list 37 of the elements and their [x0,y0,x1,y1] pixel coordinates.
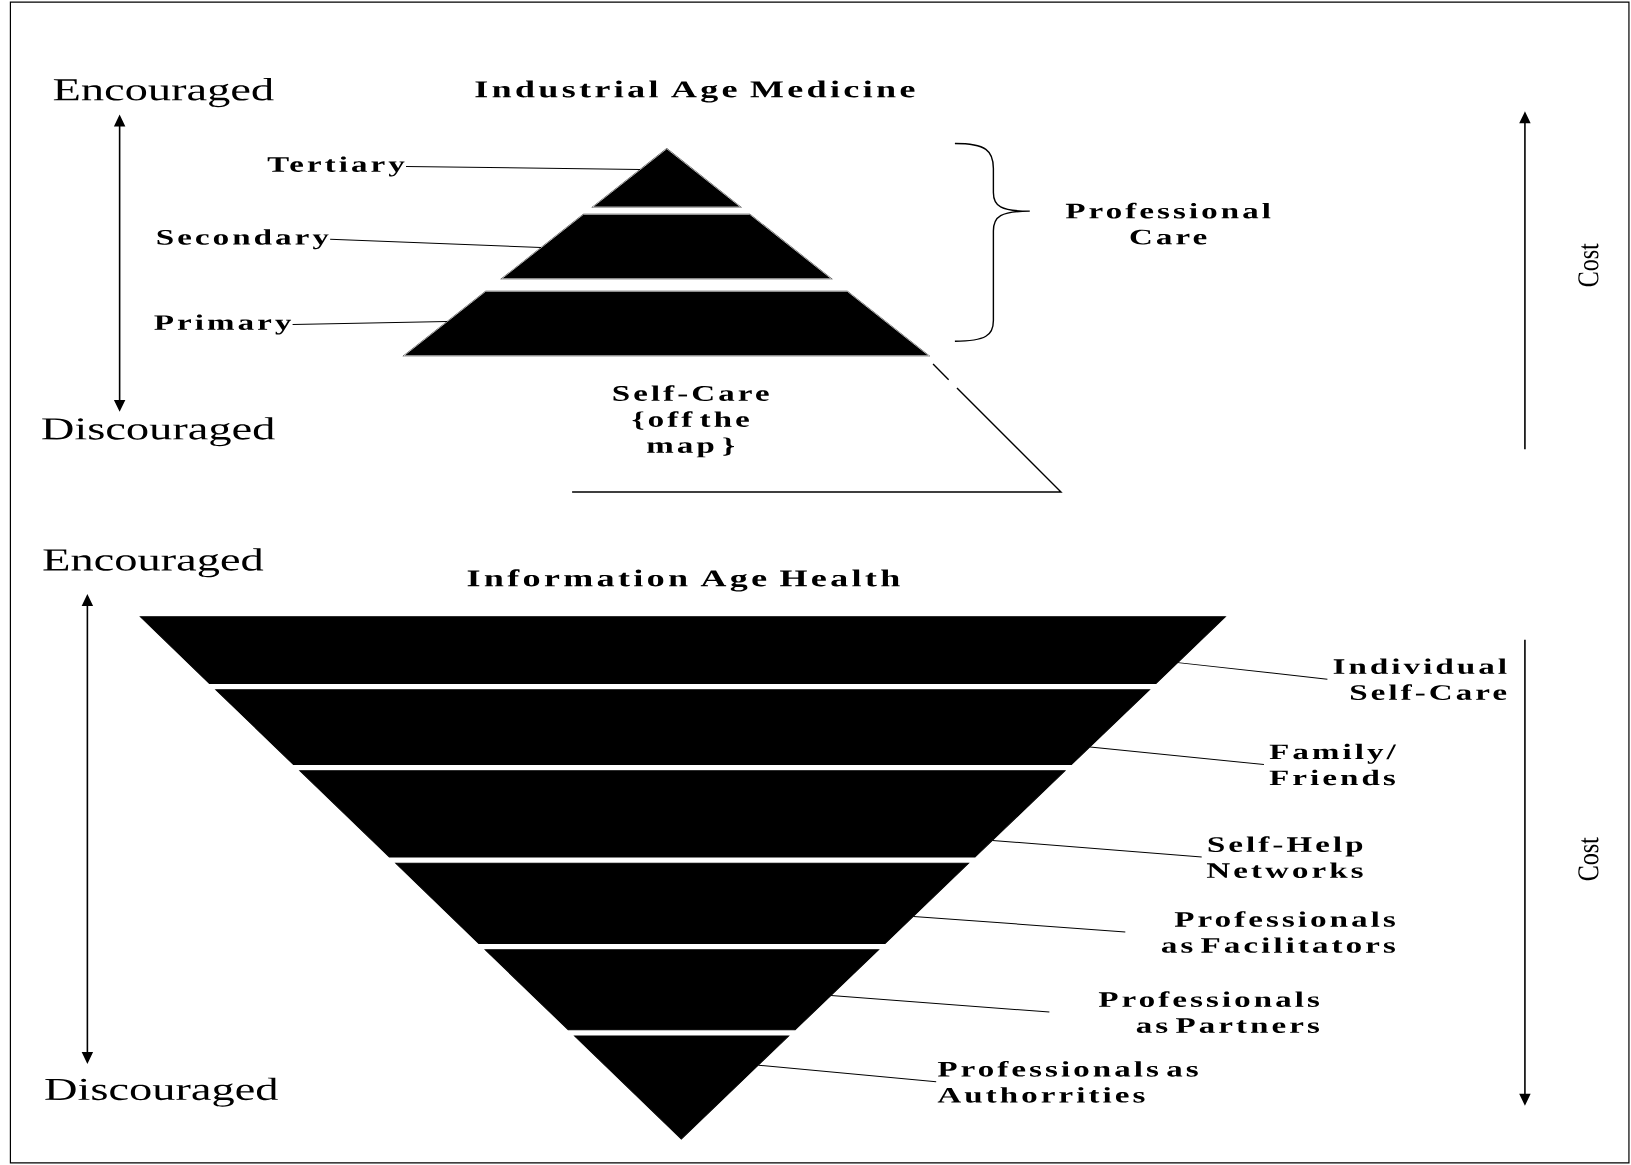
tier-label: Professionals as Partners [1098,991,1319,1033]
panel-title: Information Age Health [467,569,900,592]
leader-line [405,165,641,171]
region-label: Self-Care {off the map } [613,385,769,458]
pyramid-tier [592,148,741,208]
axis-label: Cost [1578,837,1599,881]
leader-line [1089,746,1265,766]
tier-label: Family/ Friends [1269,743,1397,786]
pyramid-tier [395,862,969,944]
tier-label: Professionals as Facilitators [1161,911,1395,953]
pyramid-tier [501,213,832,280]
axis-label: Cost [1578,243,1599,287]
tier-label: Tertiary [267,156,405,177]
leader-line [1177,662,1328,680]
scale-label: Discouraged [45,1077,278,1107]
scale-label: Discouraged [42,417,275,447]
pyramid-tier [403,290,930,357]
leader-line [292,320,448,326]
leader-line [992,840,1203,858]
pyramid-tier [215,689,1150,766]
scale-label: Encouraged [53,78,274,108]
pyramid-tier [139,616,1226,684]
pyramid-tier [484,949,880,1031]
scale-label: Encouraged [43,548,264,578]
tier-label: Primary [154,314,292,335]
pyramid-tier [299,770,1066,858]
pyramid-tier [574,1035,790,1140]
leader-line [757,1064,937,1083]
leader-line [912,915,1126,933]
leader-line [830,995,1050,1013]
tier-label: Professionals as Authorrities [937,1060,1198,1103]
bracket-label: Professional Care [1065,202,1271,245]
tier-label: Secondary [157,229,329,250]
panel-title: Industrial Age Medicine [475,80,915,103]
tier-label: Self-Help Networks [1206,836,1363,878]
tier-label: Individual Self-Care [1333,658,1507,700]
leader-line [329,238,542,249]
